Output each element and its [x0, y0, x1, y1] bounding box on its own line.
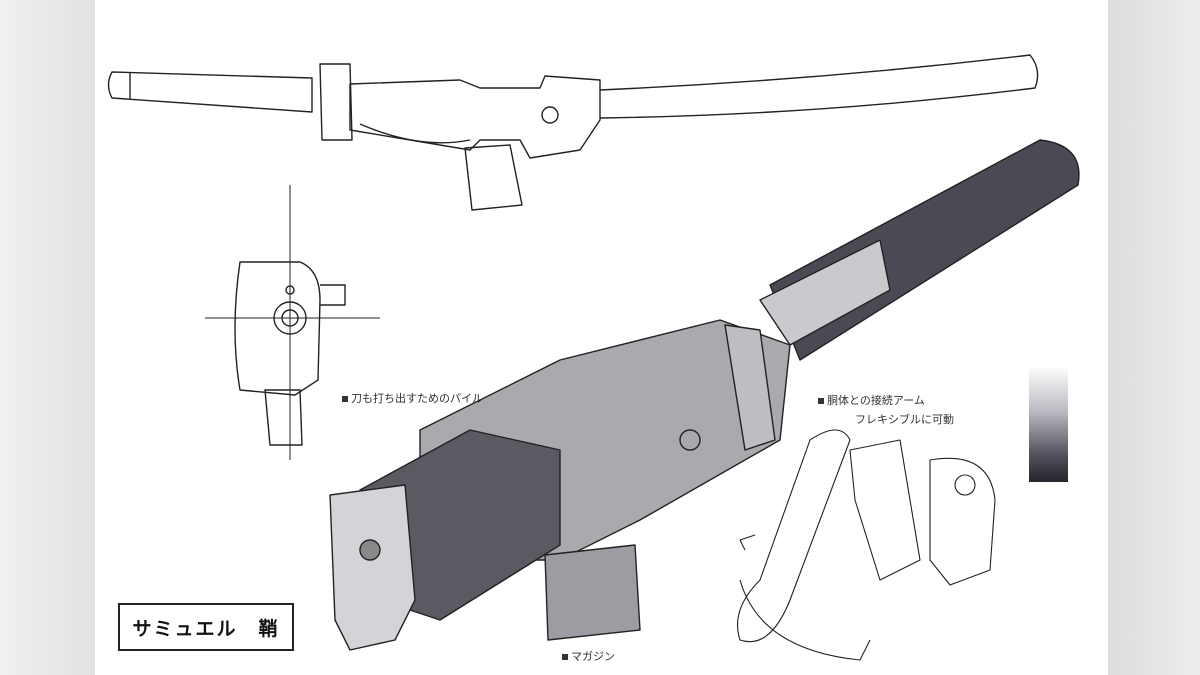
- annotation-arm: 胴体との接続アーム: [818, 392, 925, 408]
- bullet-icon: [342, 396, 348, 402]
- sheet-title: サミュエル 鞘: [118, 603, 294, 651]
- connection-arm-sketch: [736, 429, 996, 661]
- bullet-icon: [562, 654, 568, 660]
- gray-tone-swatch: [1029, 366, 1068, 482]
- right-margin: [1108, 0, 1200, 675]
- left-margin: [0, 0, 95, 675]
- annotation-magazine-text: マガジン: [571, 650, 615, 663]
- annotation-arm-2: フレキシブルに可動: [855, 413, 954, 426]
- sheath-side-view: [107, 54, 1039, 211]
- sheath-front-view: [205, 185, 380, 460]
- annotation-pile-text: 刀も打ち出すためのパイル: [351, 392, 483, 405]
- annotation-magazine: マガジン: [562, 648, 615, 664]
- sheath-main-render: [329, 139, 1080, 651]
- annotation-arm-text-1: 胴体との接続アーム: [827, 394, 925, 407]
- annotation-pile: 刀も打ち出すためのパイル: [342, 390, 483, 406]
- bullet-icon: [818, 398, 824, 404]
